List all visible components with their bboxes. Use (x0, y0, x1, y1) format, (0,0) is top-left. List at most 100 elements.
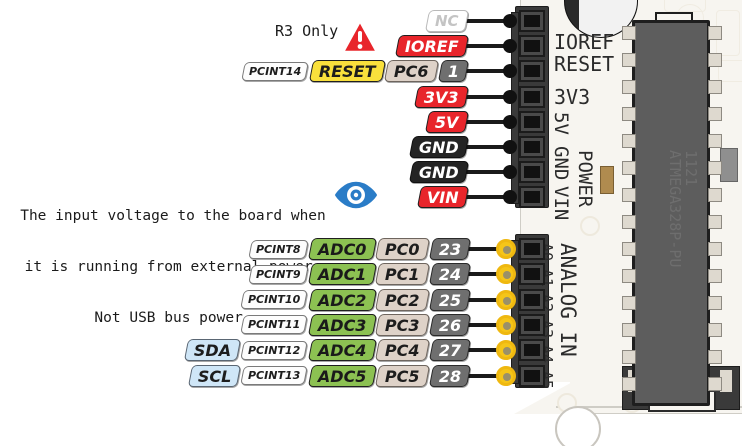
pin-label-pcint11[interactable]: PCINT11 (240, 315, 309, 335)
header-socket[interactable] (519, 161, 545, 184)
header-socket[interactable] (519, 10, 545, 32)
leader-line (466, 170, 510, 175)
pin-node (503, 114, 517, 129)
pin-label-text: PCINT14 (249, 64, 302, 78)
header-socket[interactable] (519, 110, 545, 133)
leader-line (466, 44, 510, 49)
pin-label-pc4[interactable]: PC4 (374, 339, 430, 362)
pin-label-adc0[interactable]: ADC0 (307, 238, 377, 260)
pin-label-vin[interactable]: VIN (417, 186, 470, 209)
chip-pin (708, 350, 722, 364)
pin-label-reset[interactable]: RESET (308, 60, 386, 83)
pin-node (503, 190, 517, 205)
pin-label-pcint9[interactable]: PCINT9 (248, 264, 309, 284)
pin-label-5v[interactable]: 5V (425, 110, 470, 133)
chip-pin (622, 269, 636, 283)
pin-label-3v3[interactable]: 3V3 (414, 85, 470, 108)
pin-label-ioref[interactable]: IOREF (395, 35, 470, 58)
pin-label-24[interactable]: 24 (428, 263, 472, 286)
pin-label-text: 3V3 (424, 87, 459, 107)
pin-label-1[interactable]: 1 (437, 60, 470, 83)
chip-pin (708, 377, 722, 391)
chip-pin (622, 188, 636, 202)
pin-label-pc3[interactable]: PC3 (374, 313, 430, 336)
header-socket[interactable] (519, 85, 545, 108)
header-socket[interactable] (519, 35, 545, 58)
pin-label-text: PCINT8 (255, 242, 301, 256)
silk-5v: 5V (550, 112, 572, 135)
pin-label-pcint14[interactable]: PCINT14 (241, 61, 310, 81)
pin-label-pc0[interactable]: PC0 (374, 238, 430, 260)
chip-pin (622, 53, 636, 67)
header-socket[interactable] (519, 313, 545, 336)
pin-label-adc2[interactable]: ADC2 (307, 288, 377, 311)
pin-label-26[interactable]: 26 (428, 313, 472, 336)
pin-label-gnd[interactable]: GND (409, 161, 470, 184)
leader-line (466, 145, 510, 149)
pin-label-text: PC6 (394, 61, 429, 81)
pin-label-pcint13[interactable]: PCINT13 (240, 366, 309, 385)
pin-label-text: 25 (438, 290, 461, 310)
leader-line (466, 272, 502, 277)
pin-label-text: PC5 (385, 366, 420, 385)
header-socket[interactable] (519, 339, 545, 362)
pin-label-pc5[interactable]: PC5 (374, 364, 430, 387)
connector-pin (720, 370, 732, 392)
chip-pin (708, 53, 722, 67)
pin-label-pc2[interactable]: PC2 (374, 288, 430, 311)
pin-label-text: ADC2 (317, 290, 367, 310)
pin-label-adc5[interactable]: ADC5 (307, 364, 377, 387)
pcb-trace (664, 0, 706, 12)
header-socket[interactable] (519, 136, 545, 158)
pin-label-text: 1 (447, 61, 459, 81)
pin-label-gnd[interactable]: GND (409, 136, 470, 158)
chip-pin (708, 161, 722, 175)
pin-label-25[interactable]: 25 (428, 288, 472, 311)
header-socket[interactable] (519, 186, 545, 209)
pin-label-text: 27 (438, 340, 461, 360)
eye-icon (333, 180, 379, 210)
pin-label-pc6[interactable]: PC6 (384, 60, 439, 83)
silk-vin: VIN (550, 186, 572, 221)
pin-label-pcint12[interactable]: PCINT12 (240, 340, 309, 360)
power-pin-row: 5V (0, 110, 470, 134)
pin-label-scl[interactable]: SCL (187, 364, 242, 387)
pin-label-text: PCINT13 (248, 369, 301, 382)
pin-label-sda[interactable]: SDA (184, 339, 242, 362)
leader-line (466, 195, 510, 200)
pin-label-text: VIN (427, 187, 459, 207)
power-pin-row: IOREF (0, 34, 470, 58)
pin-label-nc[interactable]: NC (425, 10, 470, 32)
chip-pin (622, 26, 636, 40)
pin-label-adc1[interactable]: ADC1 (307, 263, 377, 286)
header-socket[interactable] (519, 60, 545, 83)
pin-label-23[interactable]: 23 (428, 238, 472, 260)
chip-pin (708, 215, 722, 229)
pin-label-text: 24 (438, 264, 461, 284)
pin-label-pcint10[interactable]: PCINT10 (240, 290, 309, 310)
chip-pin (622, 107, 636, 121)
leader-line (466, 19, 510, 23)
pin-label-pcint8[interactable]: PCINT8 (248, 239, 309, 259)
pin-node (503, 64, 517, 79)
chip-marking-part: ATMEGA328P-PU (666, 150, 684, 268)
pin-label-text: ADC5 (317, 366, 367, 385)
chip-pin (708, 323, 722, 337)
pin-label-text: RESET (318, 61, 376, 81)
analog-header-ear (511, 240, 519, 384)
pin-label-text: 23 (438, 239, 461, 259)
header-socket[interactable] (519, 238, 545, 260)
pin-label-27[interactable]: 27 (428, 339, 472, 362)
header-socket[interactable] (519, 263, 545, 286)
header-socket[interactable] (519, 288, 545, 311)
pin-label-adc3[interactable]: ADC3 (307, 313, 377, 336)
header-socket[interactable] (519, 364, 545, 387)
pin-label-28[interactable]: 28 (428, 364, 472, 387)
pin-node (503, 140, 517, 154)
pin-label-adc4[interactable]: ADC4 (307, 339, 377, 362)
chip-pin (708, 134, 722, 148)
pin-label-text: NC (435, 12, 459, 30)
chip-pin (708, 242, 722, 256)
pin-label-pc1[interactable]: PC1 (374, 263, 430, 286)
